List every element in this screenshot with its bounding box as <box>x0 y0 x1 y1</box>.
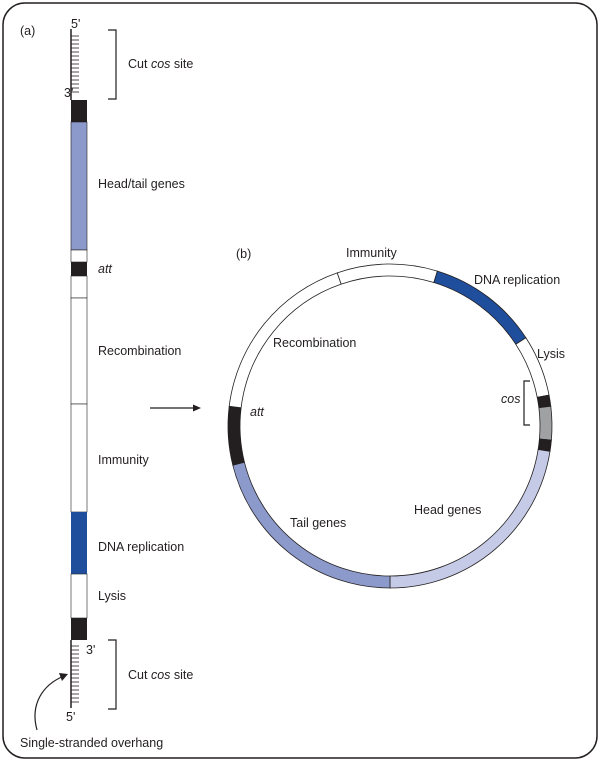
ring-label-head-genes: Head genes <box>414 503 481 517</box>
top-5prime-label: 5' <box>71 17 80 31</box>
ring-label-tail-genes: Tail genes <box>290 516 346 530</box>
label-recombination: Recombination <box>98 344 181 358</box>
label-immunity: Immunity <box>98 453 149 467</box>
ring-cos-left-block <box>536 394 552 409</box>
label-dna-replication: DNA replication <box>98 540 184 554</box>
top-overhang-ticks <box>71 35 79 93</box>
top-cos-bracket <box>108 29 117 100</box>
circular-genome-ring <box>227 263 553 589</box>
panel-a-label: (a) <box>20 24 35 38</box>
ring-tail-genes-segment <box>232 461 391 589</box>
ring-label-lysis: Lysis <box>537 347 565 361</box>
overhang-label: Single-stranded overhang <box>20 736 163 750</box>
gap-segment-2 <box>70 275 88 299</box>
overhang-arrowhead <box>59 673 68 681</box>
panel-b: (b) Immunity DNA replication Lysis cos R… <box>227 246 565 589</box>
head-tail-genes-segment <box>70 121 88 251</box>
panel-transition-arrowhead <box>193 404 201 412</box>
label-head-tail-genes: Head/tail genes <box>98 177 185 191</box>
ring-label-immunity: Immunity <box>346 246 397 260</box>
bottom-cos-bracket <box>108 639 117 710</box>
bottom-5prime-label: 5' <box>66 710 75 724</box>
dna-replication-segment <box>71 512 87 574</box>
ring-cos-bracket <box>523 380 530 426</box>
bottom-cos-label: Cut cos site <box>128 668 193 682</box>
panel-a: (a) 5' 3' Cut cos site Head/tail genes a… <box>20 17 193 750</box>
bottom-3prime-label: 3' <box>86 643 95 657</box>
ring-label-att: att <box>250 405 264 419</box>
gap-segment-1 <box>70 249 88 263</box>
ring-label-recombination: Recombination <box>273 336 356 350</box>
ring-label-cos: cos <box>501 392 520 406</box>
bottom-overhang-ticks <box>71 645 79 703</box>
top-3prime-label: 3' <box>64 86 73 100</box>
att-segment <box>71 262 87 276</box>
label-att: att <box>98 262 112 276</box>
overhang-curved-arrow <box>34 675 65 731</box>
lysis-segment <box>70 573 88 619</box>
panel-b-label: (b) <box>236 247 251 261</box>
linear-genome-bar <box>70 100 88 640</box>
label-lysis: Lysis <box>98 589 126 603</box>
top-cos-end-block <box>71 100 87 122</box>
top-cos-label: Cut cos site <box>128 57 193 71</box>
recombination-segment <box>70 297 88 405</box>
bottom-cos-end-block <box>71 618 87 640</box>
ring-cos-gray-block <box>538 405 553 441</box>
ring-label-dna-replication: DNA replication <box>474 273 560 287</box>
immunity-segment <box>70 403 88 513</box>
